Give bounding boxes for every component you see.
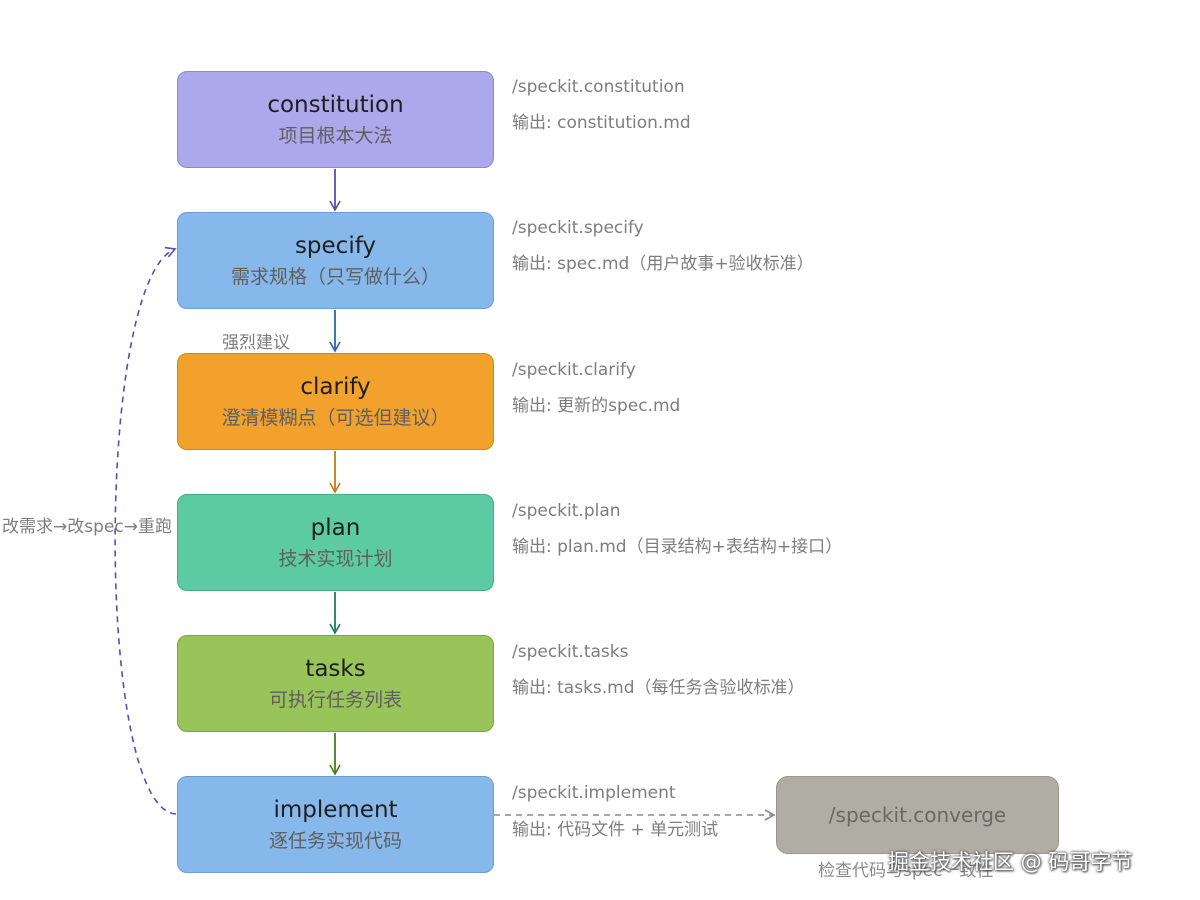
node-subtitle: 逐任务实现代码	[268, 829, 402, 852]
node-plan: plan 技术实现计划	[177, 494, 494, 591]
command-clarify: /speckit.clarify	[512, 360, 636, 380]
node-subtitle: 项目根本大法	[278, 124, 393, 147]
watermark: 掘金技术社区 @ 码哥字节	[888, 850, 1133, 874]
output-constitution: 输出: constitution.md	[512, 113, 691, 133]
output-tasks: 输出: tasks.md（每任务含验收标准）	[512, 678, 805, 698]
node-constitution: constitution 项目根本大法	[177, 71, 494, 168]
output-specify: 输出: spec.md（用户故事+验收标准）	[512, 254, 814, 274]
node-subtitle: 澄清模糊点（可选但建议）	[221, 406, 450, 429]
node-title: constitution	[267, 91, 404, 118]
edge-label-recommend: 强烈建议	[222, 333, 290, 353]
loop-arrow-implement-to-specify	[114, 246, 177, 815]
output-implement: 输出: 代码文件 + 单元测试	[512, 820, 719, 840]
node-subtitle: 需求规格（只写做什么）	[230, 265, 440, 288]
command-constitution: /speckit.constitution	[512, 77, 685, 97]
converge-note: 检查代码与spec一致性	[818, 861, 994, 881]
node-converge: /speckit.converge	[776, 776, 1059, 854]
command-implement: /speckit.implement	[512, 783, 676, 803]
output-clarify: 输出: 更新的spec.md	[512, 396, 681, 416]
node-title: plan	[310, 514, 361, 541]
node-clarify: clarify 澄清模糊点（可选但建议）	[177, 353, 494, 450]
node-subtitle: 可执行任务列表	[268, 688, 402, 711]
node-tasks: tasks 可执行任务列表	[177, 635, 494, 732]
node-title: tasks	[305, 655, 366, 682]
node-specify: specify 需求规格（只写做什么）	[177, 212, 494, 309]
node-title: specify	[294, 232, 377, 259]
node-implement: implement 逐任务实现代码	[177, 776, 494, 873]
output-plan: 输出: plan.md（目录结构+表结构+接口）	[512, 537, 843, 557]
node-subtitle: 技术实现计划	[278, 547, 393, 570]
command-specify: /speckit.specify	[512, 218, 644, 238]
node-title: clarify	[300, 373, 371, 400]
converge-label: /speckit.converge	[828, 803, 1007, 827]
node-title: implement	[273, 796, 398, 823]
edge-label-loop: 改需求→改spec→重跑	[2, 517, 172, 537]
command-tasks: /speckit.tasks	[512, 642, 629, 662]
command-plan: /speckit.plan	[512, 501, 621, 521]
